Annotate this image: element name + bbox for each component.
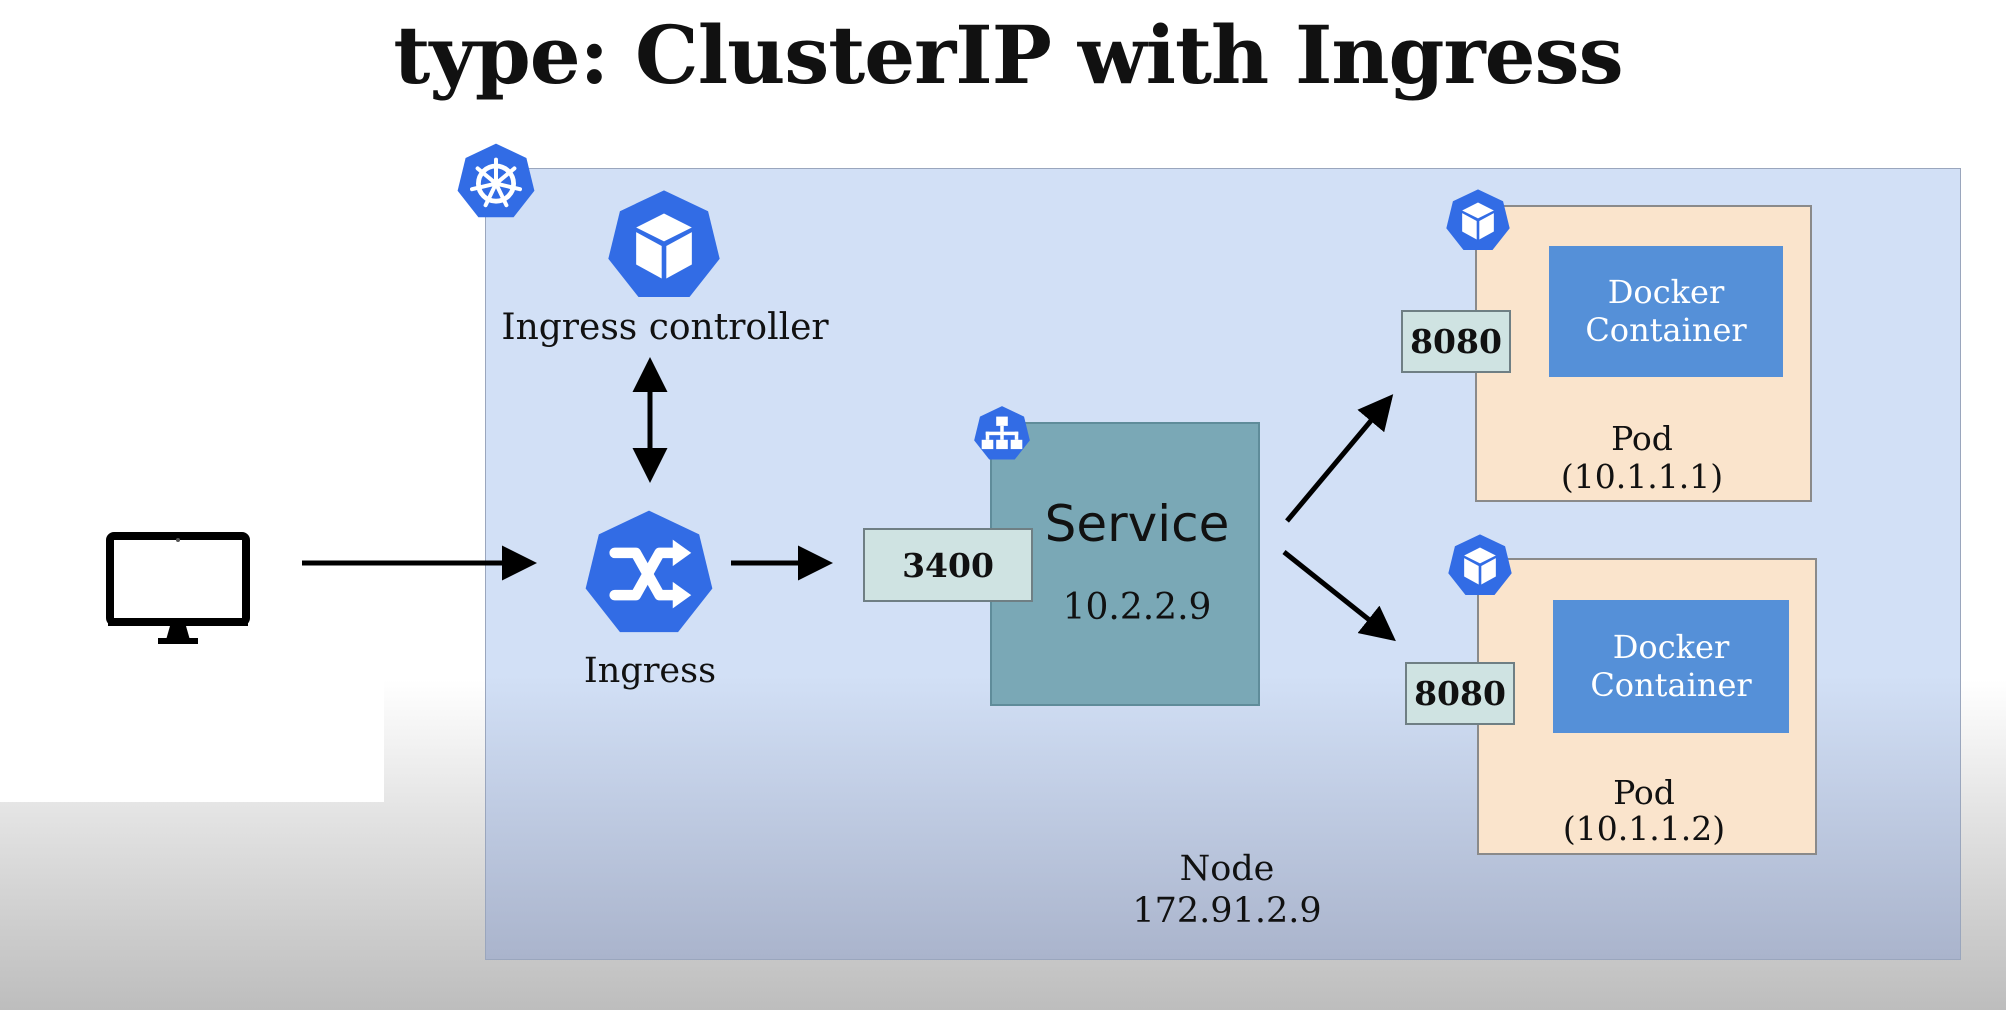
service-to-pod1-arrow xyxy=(1285,394,1394,523)
kubernetes-wheel-icon xyxy=(457,143,535,218)
pod-cube-icon xyxy=(1448,534,1512,596)
docker-container: Docker Container xyxy=(1553,600,1789,733)
pod-label: Pod xyxy=(1613,773,1675,812)
background-patch xyxy=(0,600,384,802)
docker-container: Docker Container xyxy=(1549,246,1783,377)
shuffle-icon xyxy=(585,510,713,633)
monitor-icon xyxy=(106,532,250,644)
pod-port: 8080 xyxy=(1405,662,1515,725)
service-box: Service 10.2.2.9 xyxy=(990,422,1260,706)
pod-ip: (10.1.1.1) xyxy=(1560,457,1724,496)
service-ip: 10.2.2.9 xyxy=(1062,587,1212,628)
pod-ip: (10.1.1.2) xyxy=(1562,809,1726,848)
network-tree-icon xyxy=(974,406,1030,460)
page-title: type: ClusterIP with Ingress xyxy=(393,8,1623,102)
ingress-label: Ingress xyxy=(583,651,717,691)
service-name: Service xyxy=(1044,495,1230,553)
node-ip: 172.91.2.9 xyxy=(1132,891,1322,931)
pod-box: Docker Container Pod (10.1.1.2) xyxy=(1477,558,1817,855)
service-port: 3400 xyxy=(863,528,1033,602)
node-label: Node xyxy=(1179,849,1275,889)
pod-cube-icon xyxy=(1446,189,1510,251)
pod-label: Pod xyxy=(1611,419,1673,458)
pod-cube-icon xyxy=(608,190,720,298)
pod-box: Docker Container Pod (10.1.1.1) xyxy=(1475,205,1812,502)
pod-port: 8080 xyxy=(1401,310,1511,373)
service-to-pod2-arrow xyxy=(1282,550,1396,642)
ingress-controller-label: Ingress controller xyxy=(501,307,829,348)
